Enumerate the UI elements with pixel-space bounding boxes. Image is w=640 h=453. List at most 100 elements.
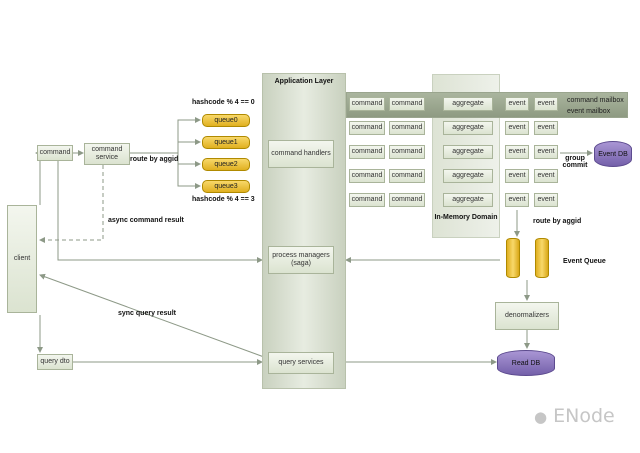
event-cell: event: [534, 169, 558, 183]
event-cell-label: event: [508, 171, 526, 179]
event-queue-cylinder-2: [535, 238, 549, 278]
client-label: client: [13, 254, 31, 262]
event-cell: event: [534, 145, 558, 159]
command-to-process-arrow: [57, 161, 263, 263]
async-result-label: async command result: [108, 217, 184, 224]
event-cell: event: [505, 121, 529, 135]
aggregate-cell: aggregate: [443, 145, 493, 159]
event-cell-label: event: [537, 99, 555, 107]
command-cell-label: command: [391, 171, 423, 179]
event-cell-label: event: [537, 123, 555, 131]
aggregate-cell: aggregate: [443, 97, 493, 111]
client-box: client: [7, 205, 37, 313]
aggregate-cell-label: aggregate: [452, 123, 484, 131]
aggregate-cell: aggregate: [443, 169, 493, 183]
command-cell-label: command: [351, 99, 383, 107]
event-db: Event DB: [594, 141, 632, 167]
route-label: route by aggid: [130, 156, 179, 163]
async-result-arrow: [39, 165, 104, 243]
query-dto-box: query dto: [37, 354, 73, 370]
event-cell-label: event: [508, 147, 526, 155]
watermark: ● ENode: [534, 405, 615, 427]
command-cell-label: command: [391, 147, 423, 155]
event-cell-label: event: [508, 123, 526, 131]
event-cell-label: event: [537, 171, 555, 179]
aggregate-cell-label: aggregate: [452, 99, 484, 107]
event-cell: event: [505, 193, 529, 207]
command-cell: command: [349, 145, 385, 159]
command-service-box: command service: [84, 143, 130, 165]
aggregate-cell: aggregate: [443, 121, 493, 135]
queue-label: queue1: [214, 139, 238, 146]
queue-label: queue3: [214, 183, 238, 190]
route-label-2: route by aggid: [533, 218, 582, 225]
queue-1: queue1: [202, 136, 250, 149]
command-cell: command: [389, 145, 425, 159]
command-cell: command: [349, 121, 385, 135]
command-service-label: command service: [91, 145, 123, 161]
watermark-text: ENode: [553, 405, 615, 427]
event-cell: event: [505, 145, 529, 159]
command-cell-label: command: [391, 99, 423, 107]
command-cell-label: command: [351, 195, 383, 203]
query-services-label: query services: [278, 358, 324, 366]
event-cell-label: event: [537, 147, 555, 155]
domain-title: In-Memory Domain: [434, 214, 498, 221]
queue-label: queue2: [214, 161, 238, 168]
command-cell: command: [389, 121, 425, 135]
event-cell: event: [534, 97, 558, 111]
event-db-label: Event DB: [598, 150, 628, 158]
event-queue-cylinder-1: [506, 238, 520, 278]
denormalizers-box: denormalizers: [495, 302, 559, 330]
command-mailbox-label: command mailbox: [567, 97, 624, 104]
hash-top-label: hashcode % 4 == 0: [192, 99, 255, 106]
read-db: Read DB: [497, 350, 555, 376]
command-handlers-label: command handlers: [271, 149, 331, 157]
command-cell: command: [349, 97, 385, 111]
command-cell: command: [349, 169, 385, 183]
aggregate-cell-label: aggregate: [452, 171, 484, 179]
group-commit-label: group commit: [562, 155, 588, 169]
application-layer: [262, 73, 346, 389]
command-box: command: [37, 145, 73, 161]
event-cell: event: [505, 97, 529, 111]
sync-result-label: sync query result: [118, 310, 176, 317]
command-cell-label: command: [391, 195, 423, 203]
queue-label: queue0: [214, 117, 238, 124]
event-queue-label: Event Queue: [563, 258, 606, 265]
command-cell-label: command: [351, 147, 383, 155]
aggregate-cell-label: aggregate: [452, 195, 484, 203]
command-cell: command: [389, 97, 425, 111]
sync-result-arrow: [39, 273, 265, 358]
denormalizers-label: denormalizers: [505, 311, 549, 319]
command-cell-label: command: [391, 123, 423, 131]
event-cell: event: [505, 169, 529, 183]
queue-3: queue3: [202, 180, 250, 193]
event-cell-label: event: [537, 195, 555, 203]
command-label: command: [39, 148, 71, 156]
command-handlers-box: command handlers: [268, 140, 334, 168]
wechat-icon: ●: [534, 408, 548, 426]
event-cell-label: event: [508, 195, 526, 203]
event-cell-label: event: [508, 99, 526, 107]
query-services-box: query services: [268, 352, 334, 374]
read-db-label: Read DB: [511, 359, 541, 367]
event-mailbox-label: event mailbox: [567, 108, 611, 115]
process-managers-box: process managers (saga): [268, 246, 334, 274]
application-layer-title: Application Layer: [274, 78, 334, 85]
command-cell: command: [349, 193, 385, 207]
process-managers-label: process managers (saga): [272, 251, 330, 267]
hash-bottom-label: hashcode % 4 == 3: [192, 196, 255, 203]
command-cell: command: [389, 169, 425, 183]
aggregate-cell-label: aggregate: [452, 147, 484, 155]
queue-2: queue2: [202, 158, 250, 171]
command-cell: command: [389, 193, 425, 207]
event-cell: event: [534, 121, 558, 135]
aggregate-cell: aggregate: [443, 193, 493, 207]
query-dto-label: query dto: [40, 357, 70, 365]
event-cell: event: [534, 193, 558, 207]
queue-0: queue0: [202, 114, 250, 127]
command-cell-label: command: [351, 171, 383, 179]
